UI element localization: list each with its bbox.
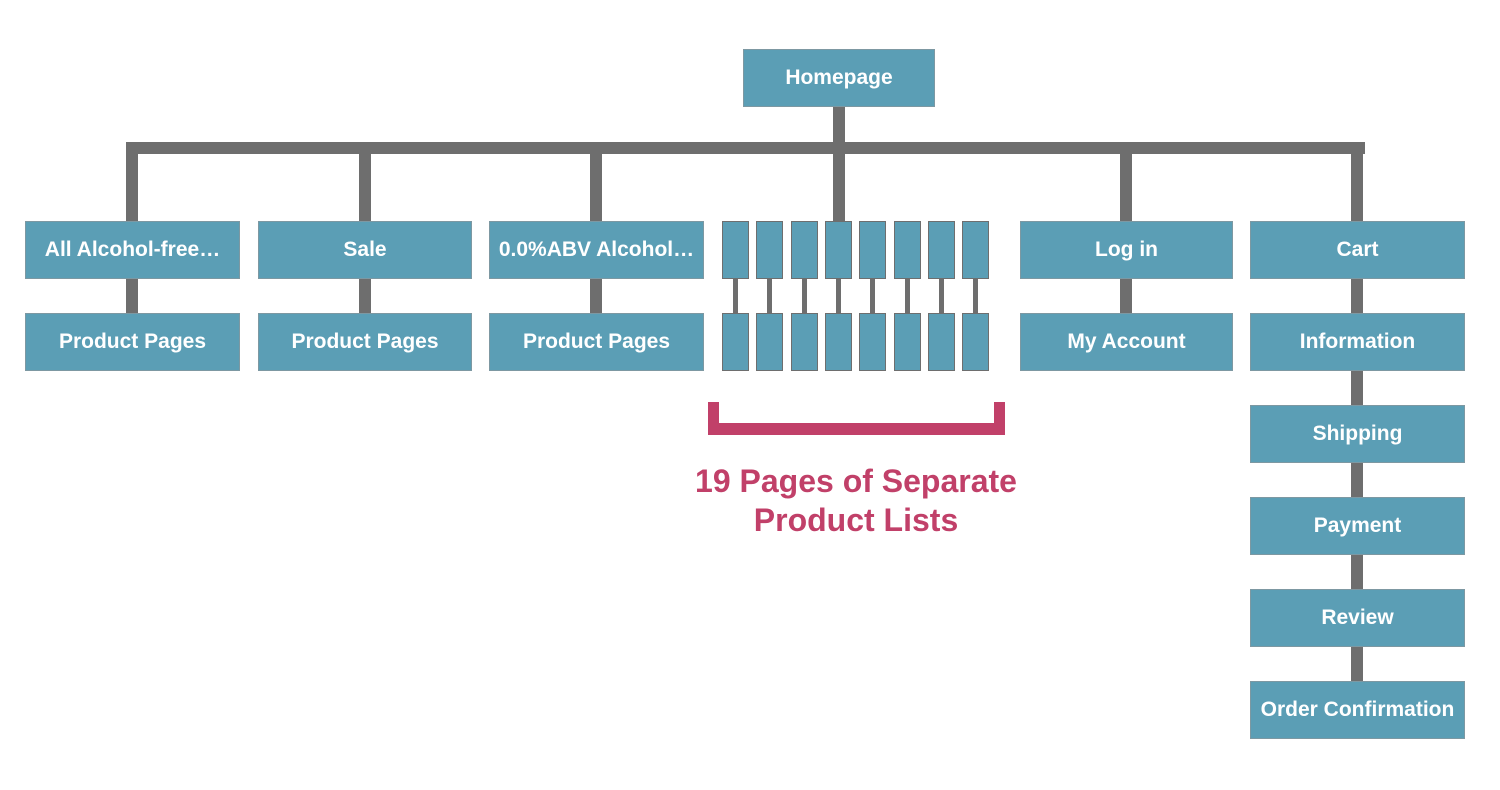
product-list-page-box-top [859, 221, 886, 279]
product-list-page-box-bottom [791, 313, 818, 371]
product-list-page-box-top [894, 221, 921, 279]
connector-product-list-pair [836, 279, 841, 313]
cluster-bracket [708, 402, 1005, 435]
connector-drop-sale [359, 142, 371, 221]
node-payment: Payment [1250, 497, 1465, 555]
connector-drop-product-cluster [833, 142, 845, 221]
node-homepage: Homepage [743, 49, 935, 107]
connector-product-list-pair [802, 279, 807, 313]
node-order-confirmation: Order Confirmation [1250, 681, 1465, 739]
product-list-page-box-bottom [756, 313, 783, 371]
connector-alcohol-free-child [126, 279, 138, 313]
connector-product-list-pair [939, 279, 944, 313]
node-sale-product-pages: Product Pages [258, 313, 472, 371]
connector-product-list-pair [767, 279, 772, 313]
node-information: Information [1250, 313, 1465, 371]
cluster-caption: 19 Pages of Separate Product Lists [616, 462, 1096, 540]
connector-login-child [1120, 279, 1132, 313]
product-list-page-box-top [962, 221, 989, 279]
node-alcohol-free-product-pages: Product Pages [25, 313, 240, 371]
connector-abv-child [590, 279, 602, 313]
product-list-page-box-bottom [928, 313, 955, 371]
node-abv-alcohol: 0.0%ABV Alcohol… [489, 221, 704, 279]
connector-product-list-pair [973, 279, 978, 313]
product-list-page-box-top [791, 221, 818, 279]
product-list-page-box-top [928, 221, 955, 279]
node-shipping: Shipping [1250, 405, 1465, 463]
connector-review-order-confirmation [1351, 647, 1363, 681]
connector-product-list-pair [733, 279, 738, 313]
node-login: Log in [1020, 221, 1233, 279]
connector-product-list-pair [905, 279, 910, 313]
product-list-page-box-bottom [859, 313, 886, 371]
connector-cart-information [1351, 279, 1363, 313]
connector-drop-alcohol-free [126, 142, 138, 221]
product-list-page-box-bottom [825, 313, 852, 371]
connector-information-shipping [1351, 371, 1363, 405]
product-list-page-box-bottom [722, 313, 749, 371]
cluster-caption-line2: Product Lists [753, 502, 959, 538]
connector-drop-abv [590, 142, 602, 221]
cluster-caption-line1: 19 Pages of Separate [695, 463, 1017, 499]
product-list-page-box-top [756, 221, 783, 279]
product-list-page-box-top [722, 221, 749, 279]
connector-shipping-payment [1351, 463, 1363, 497]
connector-payment-review [1351, 555, 1363, 589]
product-list-page-box-top [825, 221, 852, 279]
node-all-alcohol-free: All Alcohol-free… [25, 221, 240, 279]
node-sale: Sale [258, 221, 472, 279]
node-review: Review [1250, 589, 1465, 647]
connector-trunk [128, 142, 1365, 154]
node-abv-product-pages: Product Pages [489, 313, 704, 371]
connector-product-list-pair [870, 279, 875, 313]
connector-drop-cart [1351, 142, 1363, 221]
product-list-page-box-bottom [894, 313, 921, 371]
node-my-account: My Account [1020, 313, 1233, 371]
connector-sale-child [359, 279, 371, 313]
product-list-page-box-bottom [962, 313, 989, 371]
connector-drop-login [1120, 142, 1132, 221]
node-cart: Cart [1250, 221, 1465, 279]
